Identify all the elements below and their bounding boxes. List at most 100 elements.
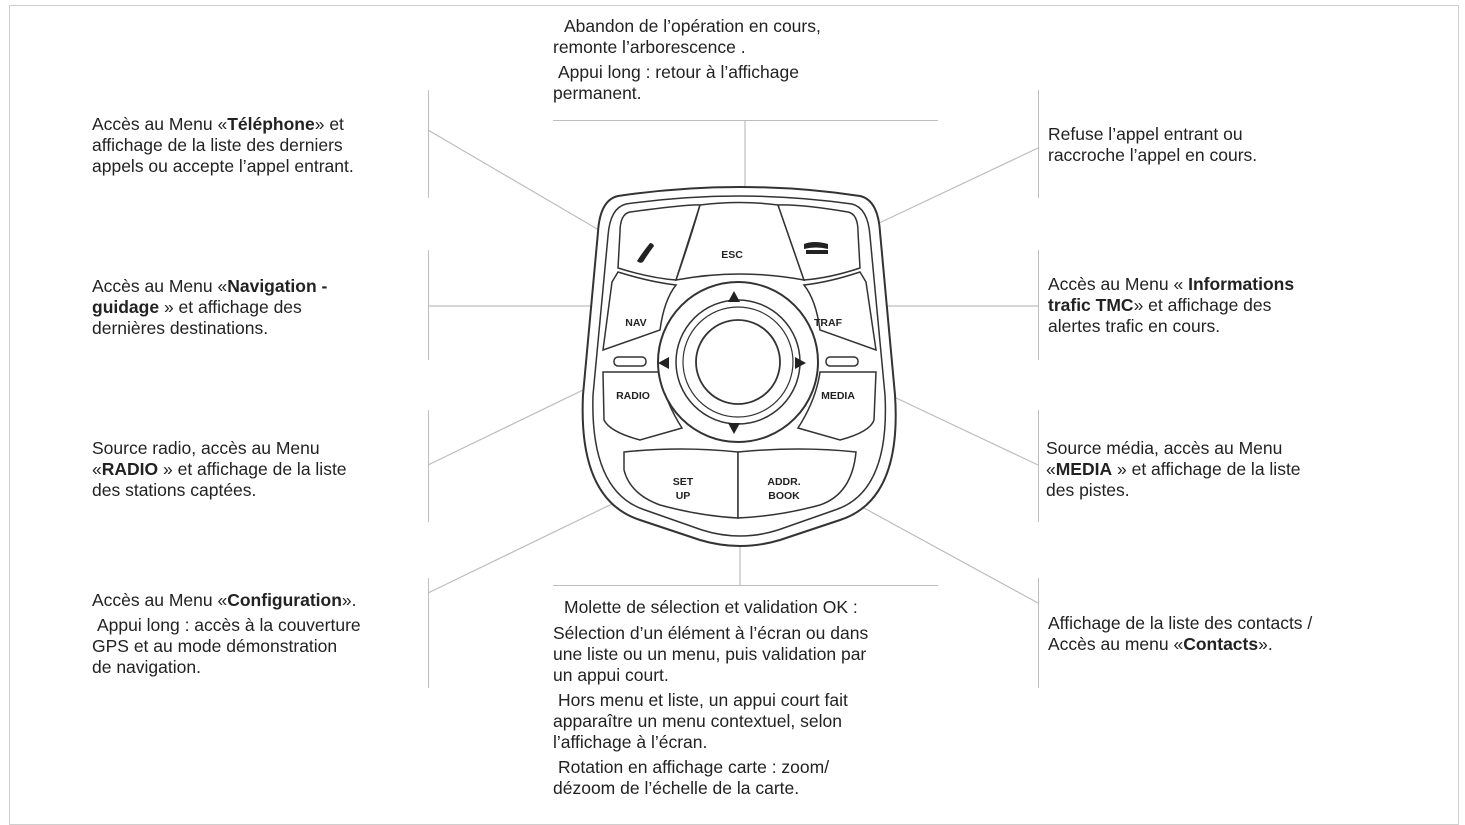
media-button-label: MEDIA — [821, 390, 855, 402]
separator-line — [1038, 250, 1039, 360]
traf-desc-text: » et affichage des — [1133, 295, 1272, 315]
arrow-down-icon — [728, 423, 740, 434]
setup-description: Accès au Menu «Configuration». Appui lon… — [92, 590, 422, 678]
set-button-label: SET — [673, 476, 694, 488]
media-button-shape — [796, 371, 877, 441]
arrow-right-icon — [795, 357, 806, 369]
addr-description: Affichage de la liste des contacts / Acc… — [1048, 613, 1388, 655]
knob-desc-line: Sélection d’un élément à l’écran ou dans — [553, 623, 869, 643]
nav-desc-text: » et affichage des — [159, 297, 302, 317]
addr-book-button-shape — [737, 448, 857, 519]
leader-line-phone — [427, 129, 629, 248]
left-slot-marker — [613, 356, 647, 367]
setup-desc-text: ». — [341, 590, 357, 610]
setup-desc-line: Accès au Menu «Configuration». — [92, 590, 422, 611]
esc-desc-line: Appui long : retour à l’affichage — [558, 62, 799, 82]
knob-desc-line: une liste ou un menu, puis validation pa… — [553, 644, 867, 664]
knob-desc-line: Hors menu et liste, un appui court fait — [558, 690, 848, 710]
arrow-left-icon — [658, 357, 669, 369]
addr-desc-bold: Contacts — [1183, 634, 1259, 654]
leader-line-radio — [427, 375, 613, 466]
nav-desc-text: Accès au Menu « — [92, 276, 228, 296]
hangup-icon — [804, 242, 828, 254]
traf-desc-line: trafic TMC» et affichage des — [1048, 295, 1378, 316]
knob-center — [695, 319, 781, 405]
radio-desc-text: » et affichage de la liste — [158, 459, 347, 479]
traf-desc-bold: Informations — [1188, 274, 1295, 294]
addr-button-label: ADDR. — [767, 476, 800, 488]
nav-desc-line: dernières destinations. — [92, 318, 269, 338]
knob-desc-line: Rotation en affichage carte : zoom/ — [558, 757, 830, 777]
media-desc-text: » et affichage de la liste — [1112, 459, 1301, 479]
separator-line — [1038, 410, 1039, 522]
radio-desc-line: des stations captées. — [92, 480, 257, 500]
separator-line — [1038, 578, 1039, 688]
addr-desc-line: Affichage de la liste des contacts / — [1048, 613, 1313, 633]
knob-desc-line: apparaître un menu contextuel, selon — [553, 711, 842, 731]
setup-desc-bold: Configuration — [227, 590, 342, 610]
nav-desc-bold: guidage — [92, 297, 160, 317]
knob-desc-line: dézoom de l’échelle de la carte. — [553, 778, 800, 798]
traf-button-label: TRAF — [814, 317, 843, 329]
nav-desc-line: Accès au Menu «Navigation - — [92, 276, 422, 297]
separator-line — [428, 90, 429, 198]
separator-line — [428, 410, 429, 522]
book-button-label: BOOK — [768, 490, 800, 502]
nav-description: Accès au Menu «Navigation - guidage » et… — [92, 276, 422, 339]
addr-desc-line: Accès au menu «Contacts». — [1048, 634, 1388, 655]
traf-description: Accès au Menu « Informations trafic TMC»… — [1048, 274, 1378, 337]
traf-desc-line: Accès au Menu « Informations — [1048, 274, 1378, 295]
up-button-label: UP — [676, 490, 691, 502]
phone-desc-line: Accès au Menu «Téléphone» et — [92, 114, 422, 135]
esc-button-label: ESC — [721, 249, 743, 261]
knob-desc-line: Molette de sélection et validation OK : — [564, 597, 858, 617]
radio-desc-bold: RADIO — [101, 459, 159, 479]
phone-description: Accès au Menu «Téléphone» et affichage d… — [92, 114, 422, 177]
nav-button-shape — [602, 271, 678, 352]
radio-desc-line: «RADIO » et affichage de la liste — [92, 459, 422, 480]
setup-desc-line: Appui long : accès à la couverture — [97, 615, 361, 635]
esc-desc-line: Abandon de l’opération en cours, — [564, 16, 821, 36]
nav-desc-bold: Navigation - — [227, 276, 328, 296]
setup-desc-text: Accès au Menu « — [92, 590, 228, 610]
phone-desc-line: appels ou accepte l’appel entrant. — [92, 156, 354, 176]
setup-desc-line: GPS et au mode démonstration — [92, 636, 338, 656]
traf-desc-line: alertes trafic en cours. — [1048, 316, 1221, 336]
addr-desc-text: ». — [1258, 634, 1273, 654]
right-slot-marker — [825, 356, 859, 367]
separator-line — [428, 250, 429, 360]
esc-button-shape — [674, 201, 806, 281]
esc-description: Abandon de l’opération en cours, remonte… — [553, 16, 943, 104]
phone-desc-text: Accès au Menu « — [92, 114, 228, 134]
esc-desc-line: permanent. — [553, 83, 642, 103]
hangup-desc-line: raccroche l’appel en cours. — [1048, 145, 1258, 165]
setup-button-shape — [623, 448, 739, 519]
phone-desc-text: » et — [314, 114, 344, 134]
media-desc-line: «MEDIA » et affichage de la liste — [1046, 459, 1376, 480]
media-desc-bold: MEDIA — [1055, 459, 1113, 479]
phone-icon — [637, 243, 654, 263]
esc-desc-line: remonte l’arborescence . — [553, 37, 746, 57]
knob-description: Molette de sélection et validation OK : … — [553, 597, 948, 799]
media-desc-line: Source média, accès au Menu — [1046, 438, 1283, 458]
nav-button-label: NAV — [625, 317, 646, 329]
media-desc-line: des pistes. — [1046, 480, 1130, 500]
separator-line — [553, 585, 938, 586]
media-description: Source média, accès au Menu «MEDIA » et … — [1046, 438, 1376, 501]
traf-button-shape — [802, 271, 877, 352]
separator-line — [1038, 90, 1039, 198]
phone-desc-line: affichage de la liste des derniers — [92, 135, 343, 155]
setup-desc-line: de navigation. — [92, 657, 201, 677]
arrow-up-icon — [728, 291, 740, 302]
hangup-description: Refuse l’appel entrant ou raccroche l’ap… — [1048, 124, 1378, 166]
knob-desc-line: l’affichage à l’écran. — [553, 732, 708, 752]
nav-desc-line: guidage » et affichage des — [92, 297, 422, 318]
media-desc-text: « — [1046, 459, 1056, 479]
traf-desc-text: Accès au Menu « — [1048, 274, 1189, 294]
phone-desc-bold: Téléphone — [227, 114, 315, 134]
hangup-desc-line: Refuse l’appel entrant ou — [1048, 124, 1243, 144]
addr-desc-text: Accès au menu « — [1048, 634, 1184, 654]
knob-desc-line: un appui court. — [553, 665, 669, 685]
radio-desc-line: Source radio, accès au Menu — [92, 438, 320, 458]
radio-desc-text: « — [92, 459, 102, 479]
